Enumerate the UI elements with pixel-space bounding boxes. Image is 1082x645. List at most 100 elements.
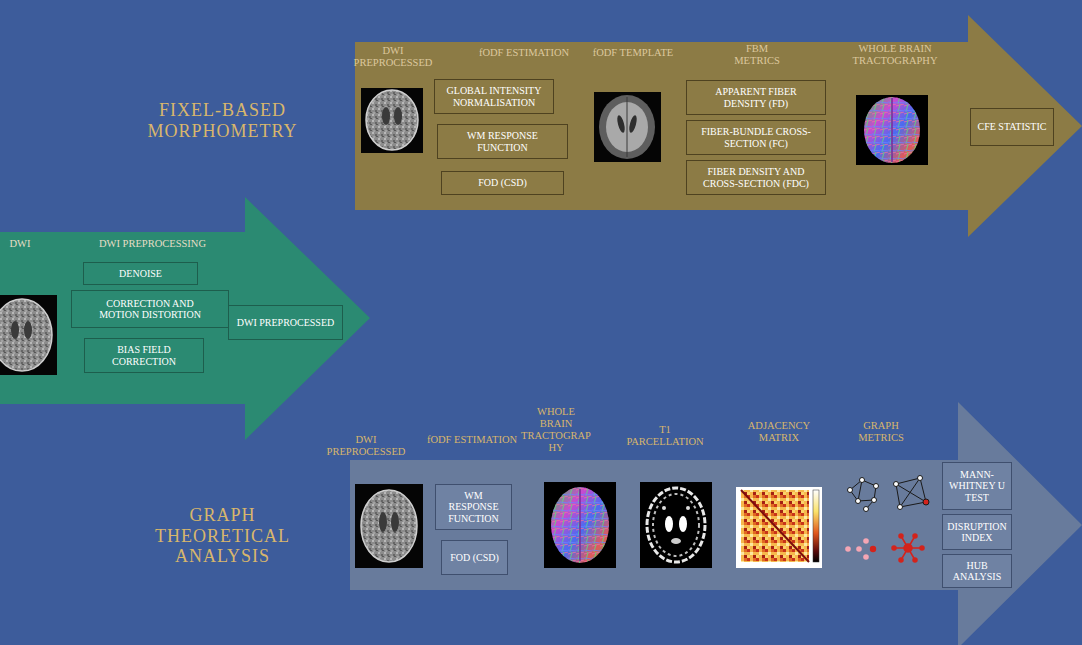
text-slot: WHOLE BRAIN TRACTOGRAPHY: [845, 43, 945, 67]
graph-node: [920, 546, 924, 550]
box-label: FIBER DENSITY AND CROSS-SECTION (FDC): [691, 166, 821, 189]
box-label: MANN-WHITNEY U TEST: [946, 469, 1008, 504]
column-header: DWI: [3, 238, 37, 250]
cortical-ribbon: [647, 488, 705, 562]
process-box: MANN-WHITNEY U TEST: [942, 462, 1012, 510]
box-label: FIBER-BUNDLE CROSS-SECTION (FC): [691, 126, 821, 149]
midline: [627, 97, 628, 157]
text-slot: DWI: [3, 238, 37, 250]
graph-node: [892, 546, 896, 550]
graph-edge: [850, 490, 858, 501]
text-slot: fODF ESTIMATION: [426, 434, 518, 446]
ventricle: [382, 107, 390, 125]
graph-edge: [858, 500, 874, 501]
graph-node: [870, 546, 876, 552]
column-header: GRAPH METRICS: [843, 420, 919, 444]
ventricle: [24, 321, 32, 339]
graph-node: [899, 534, 903, 538]
column-header: WHOLE BRAIN TRACTOGRAPHY: [520, 406, 592, 454]
matrix-ground: [736, 487, 822, 568]
dwi-scan: [0, 295, 57, 375]
graph-node: [863, 554, 869, 560]
graph-edge: [862, 480, 876, 486]
scan-ground: [0, 295, 57, 375]
text-slot: FBM METRICS: [727, 43, 787, 67]
stage-title: GRAPH THEORETICAL ANALYSIS: [140, 505, 305, 567]
column-header: FBM METRICS: [727, 43, 787, 67]
midline: [891, 98, 893, 162]
text-slot: fODF ESTIMATION: [468, 47, 580, 59]
process-box: FIBER-BUNDLE CROSS-SECTION (FC): [686, 120, 826, 155]
midline: [579, 489, 581, 561]
text-slot: DWI PREPROCESSING: [70, 238, 235, 250]
arrow-fill: [0, 197, 370, 440]
box-label: APPARENT FIBER DENSITY (FD): [701, 86, 811, 109]
brain-outline: [361, 490, 417, 562]
box-label: WM RESPONSE FUNCTION: [453, 130, 553, 153]
fodf-template: [594, 92, 661, 162]
dwi-scan: [361, 88, 423, 153]
text-slot: ADJACENCY MATRIX: [733, 420, 825, 444]
graph-edge: [901, 536, 908, 548]
scan-ground: [361, 88, 423, 153]
graph-edge: [908, 547, 922, 549]
column-header: DWI PREPROCESSED: [348, 45, 438, 69]
box-label: DENOISE: [88, 268, 193, 280]
network-icon: [848, 478, 879, 512]
column-header: fODF ESTIMATION: [426, 434, 518, 446]
colour-bar: [813, 490, 819, 562]
box-label: BIAS FIELD CORRECTION: [99, 344, 189, 367]
graph-node: [918, 476, 923, 481]
stage-arrow: GRAPH THEORETICAL ANALYSISDWI PREPROCESS…: [350, 402, 1082, 645]
graph-node: [913, 534, 917, 538]
deep-grey-matter: [671, 538, 681, 544]
matrix-diagonal: [741, 490, 809, 562]
ventricle: [616, 115, 626, 134]
graph-edge: [896, 484, 926, 502]
ventricle: [628, 115, 638, 134]
box-label: DWI PREPROCESSED: [236, 317, 336, 329]
column-header: DWI PREPROCESSING: [70, 238, 235, 250]
text-slot: DWI PREPROCESSED: [316, 434, 416, 458]
process-box: FOD (CSD): [441, 540, 508, 575]
adjacency-matrix: [736, 487, 822, 568]
ventricle: [391, 512, 399, 532]
brain-slice: [0, 299, 52, 371]
process-box: WM RESPONSE FUNCTION: [437, 124, 568, 159]
column-header: fODF ESTIMATION: [468, 47, 580, 59]
process-box: CFE STATISTIC: [970, 108, 1054, 146]
graph-metric-icons: [845, 476, 929, 563]
process-box: FIBER DENSITY AND CROSS-SECTION (FDC): [686, 160, 826, 195]
text-slot: DWI PREPROCESSED: [348, 45, 438, 69]
brain-outline: [0, 299, 52, 371]
graph-edge: [896, 478, 926, 507]
dwi-scan: [355, 484, 423, 568]
brain-slice: [599, 95, 655, 159]
scan-ground: [544, 482, 616, 568]
process-box: GLOBAL INTENSITY NORMALISATION: [434, 79, 554, 114]
graph-edge: [908, 536, 915, 548]
scan-ground: [355, 484, 423, 568]
cortical-parcels: [653, 494, 699, 556]
column-header: DWI PREPROCESSED: [316, 434, 416, 458]
graph-node: [860, 478, 865, 483]
arrow-fill: [350, 402, 1082, 645]
brain-outline: [366, 90, 418, 150]
graph-node: [872, 498, 877, 503]
brain-slice: [366, 90, 418, 150]
graph-node: [863, 538, 869, 544]
box-label: CORRECTION AND MOTION DISTORTION: [90, 298, 210, 321]
t1-parcellation: [640, 482, 712, 568]
matrix-cells: [741, 490, 809, 562]
arrow-fill: [355, 15, 1082, 237]
graph-edge: [850, 480, 862, 490]
graph-edge: [874, 486, 876, 500]
graph-node: [856, 546, 862, 552]
graph-edge: [858, 480, 862, 501]
ventricle: [379, 512, 387, 532]
fiber-streamlines: [864, 97, 920, 163]
fiber-streamlines: [551, 487, 609, 563]
graph-node: [848, 488, 853, 493]
scan-ground: [856, 95, 928, 165]
